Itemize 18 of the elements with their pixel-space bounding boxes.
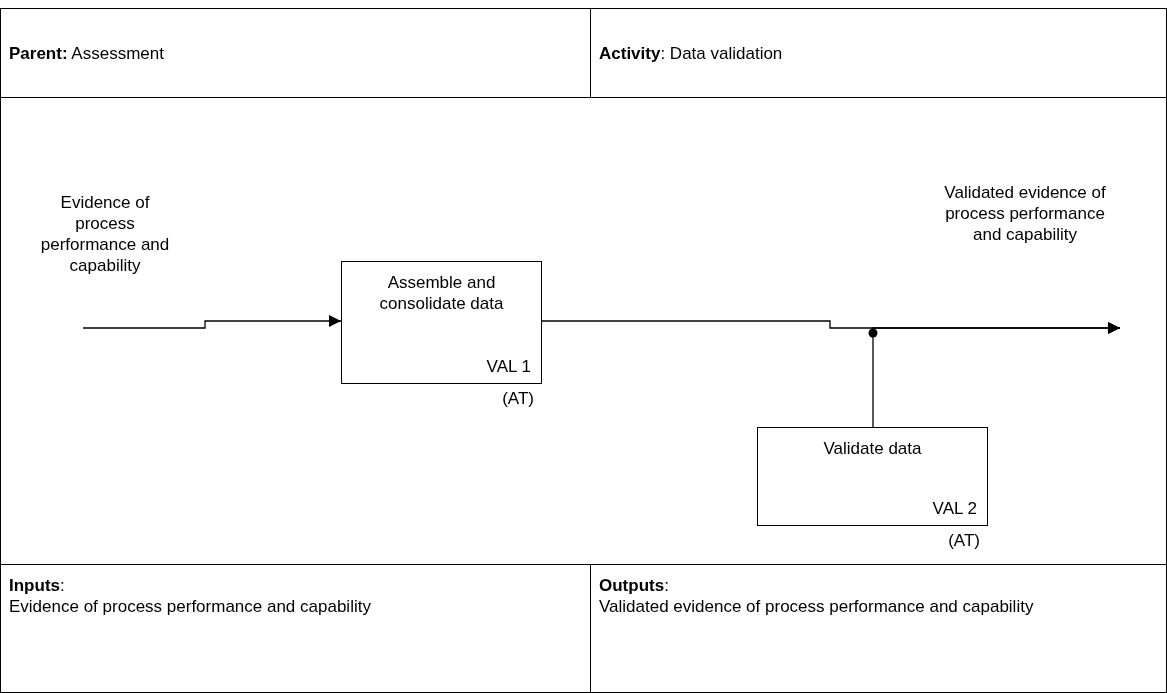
arrow xyxy=(872,322,1121,428)
cell-text: Parent: Assessment xyxy=(9,42,164,64)
cell-heading: Inputs: xyxy=(9,575,66,596)
role-label: (AT) xyxy=(948,530,980,551)
activity-box xyxy=(341,261,542,384)
arrow xyxy=(82,315,342,329)
activity-name: Validate data xyxy=(822,438,923,459)
flow-label: Validated evidence of process performance and capability xyxy=(943,182,1107,245)
cell-text: Activity: Data validation xyxy=(599,42,783,64)
cell-heading: Outputs: xyxy=(599,575,670,596)
cell-text: Validated evidence of process performance and capability xyxy=(599,596,1035,617)
activity-name: Assemble and consolidate data xyxy=(378,272,505,314)
flow-label: Evidence of process performance and capability xyxy=(39,192,171,276)
activity-code: VAL 1 xyxy=(486,356,531,377)
cell-text: Evidence of process performance and capability xyxy=(9,596,372,617)
activity-box xyxy=(757,427,988,526)
activity-code: VAL 2 xyxy=(932,498,977,519)
role-label: (AT) xyxy=(502,388,534,409)
